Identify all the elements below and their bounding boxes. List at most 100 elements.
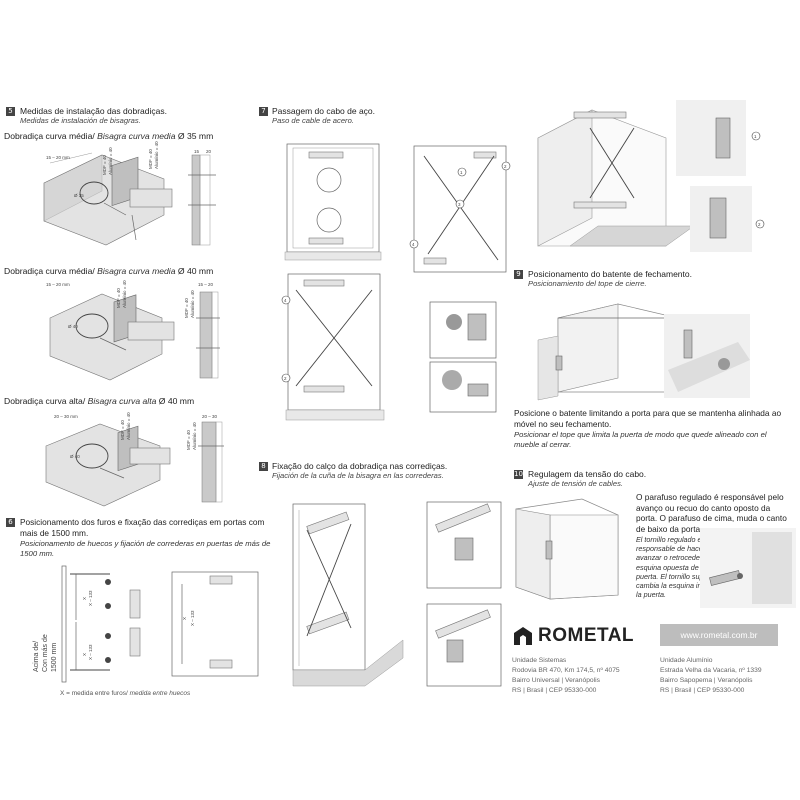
tension-diagram xyxy=(515,498,619,600)
brand-name: ROMETAL xyxy=(538,625,635,646)
section-8-number: 8 xyxy=(259,462,268,471)
dim2-2: MDF = 40 xyxy=(116,288,121,308)
detail-mark-1: 1 xyxy=(754,134,757,139)
address-unit-1-line-2: Rodovia BR 470, Km 174,5, nº 4075 xyxy=(512,667,620,674)
address-unit-2-line-4: RS | Brasil | CEP 95330-000 xyxy=(660,687,745,694)
hinge-heading-3: Dobradiça curva alta/ Bisagra curva alta… xyxy=(4,396,194,406)
hinge-heading-2-size: Ø 40 mm xyxy=(175,266,214,276)
section-9-number: 9 xyxy=(514,270,523,279)
dim1-2: MDF = 40 xyxy=(102,155,107,175)
address-unit-1-line-4: RS | Brasil | CEP 95330-000 xyxy=(512,687,597,694)
dim2-0: 15 – 20 mm xyxy=(46,282,70,287)
cable-cross-mark-2: 2 xyxy=(284,376,287,381)
tension-screw-photo xyxy=(700,528,796,608)
hinge-heading-1-pt: Dobradiça curva média/ xyxy=(4,131,98,141)
footnote-es: medida entre huecos xyxy=(129,690,191,697)
hinge-heading-2-pt: Dobradiça curva média/ xyxy=(4,266,98,276)
dim2-3: Alumínio = 40 xyxy=(122,280,127,308)
section-10-subtitle: Ajuste de tensión de cables. xyxy=(528,479,623,488)
section-6-subtitle: Posicionamento de huecos y fijación de c… xyxy=(20,539,271,558)
section-5-number: 5 xyxy=(6,107,15,116)
cable-mark-2: 2 xyxy=(504,164,507,169)
dim1-2b: MDF = 40 xyxy=(148,149,153,169)
cable-cross-mark-4: 4 xyxy=(284,298,287,303)
dim1-5: 20 xyxy=(206,149,212,154)
wedge-diagram xyxy=(292,503,404,687)
dim1-1: Ø 35 xyxy=(74,193,84,198)
section-10-title: Regulagem da tensão do cabo. xyxy=(528,469,647,479)
section-6-number: 6 xyxy=(6,518,15,527)
dim2-4: 15 – 20 xyxy=(198,282,214,287)
cable-detail-photos xyxy=(429,301,497,413)
hinge-heading-1-es: Bisagra curva media xyxy=(97,131,176,141)
footnote-pt: X = medida entre furos/ xyxy=(60,690,130,697)
side-label-3: 1500 mm xyxy=(51,643,58,672)
hinge-heading-3-pt: Dobradiça curva alta/ xyxy=(4,396,88,406)
hinge-diagram-1: 15 – 20 mm Ø 35 MDF = 40 Alumínio = 40 M… xyxy=(43,141,216,246)
dim-133-1: X – 133 xyxy=(88,590,93,606)
cable-diagram-side: 1 2 3 4 xyxy=(409,145,511,273)
stop-diagram xyxy=(537,303,750,401)
dim-x-3: X xyxy=(182,617,187,620)
dim-133-2: X – 133 xyxy=(88,644,93,660)
rometal-logo-icon xyxy=(514,627,532,645)
section-5-title: Medidas de instalação das dobradiças. xyxy=(20,106,167,116)
dim2-2b: MDF = 40 xyxy=(184,298,189,318)
section-10-body-es: El tornillo regulado es el responsable d… xyxy=(636,535,728,600)
cable-diagram-front xyxy=(284,143,382,261)
hinge-heading-3-size: Ø 40 mm xyxy=(156,396,195,406)
wedge-detail xyxy=(426,501,502,687)
side-label-1: Acima de/ xyxy=(33,641,40,672)
dim3-2: MDF = 40 xyxy=(120,420,125,440)
address-unit-2: Unidade Alumínio Estrada Velha da Vacari… xyxy=(660,656,762,696)
section-9-title: Posicionamento do batente de fechamento. xyxy=(528,269,692,279)
hinge-heading-3-es: Bisagra curva alta xyxy=(87,396,157,406)
dim3-3: Alumínio = 40 xyxy=(126,412,131,440)
dim-133-3: X – 133 xyxy=(190,610,195,626)
top-right-cabinets: 1 2 xyxy=(537,100,765,252)
hinge-heading-1: Dobradiça curva média/ Bisagra curva med… xyxy=(4,131,213,141)
dim1-3: Alumínio = 40 xyxy=(108,147,113,175)
cable-mark-4: 4 xyxy=(412,242,415,247)
cable-mark-3: 3 xyxy=(458,202,461,207)
dim3-4: 20 – 30 xyxy=(202,414,218,419)
dim3-0: 20 – 30 mm xyxy=(54,414,78,419)
hinge-diagram-3: 20 – 30 mm Ø 40 MDF = 40 Alumínio = 40 2… xyxy=(45,412,224,507)
section-6-title: Posicionamento dos furos e fixação das c… xyxy=(20,517,265,538)
hinge-heading-2: Dobradiça curva média/ Bisagra curva med… xyxy=(4,266,213,276)
address-unit-1-line-3: Bairro Universal | Veranópolis xyxy=(512,677,600,684)
dim1-4: 15 xyxy=(194,149,200,154)
section-7-subtitle: Paso de cable de acero. xyxy=(272,116,354,125)
website-link[interactable]: www.rometal.com.br xyxy=(660,624,778,646)
address-unit-2-line-1: Unidade Alumínio xyxy=(660,657,713,664)
section-7-title: Passagem do cabo de aço. xyxy=(272,106,376,116)
address-unit-2-line-2: Estrada Velha da Vacaria, nº 1339 xyxy=(660,667,762,674)
dim-x-1: X xyxy=(82,597,87,600)
section-7-number: 7 xyxy=(259,107,268,116)
section-10-body: O parafuso regulado é responsável pelo a… xyxy=(636,492,787,534)
detail-mark-2: 2 xyxy=(758,222,761,227)
section-10-number: 10 xyxy=(514,470,523,479)
cable-diagram-cross: 4 2 xyxy=(281,273,385,421)
dim3-2b: MDF = 40 xyxy=(186,430,191,450)
side-label-2: Con más de xyxy=(42,634,49,672)
section-9-body-es: Posicionar el tope que limita la puerta … xyxy=(514,430,767,449)
dim3-3b: Alumínio = 40 xyxy=(192,422,197,450)
dim1-3b: Alumínio = 40 xyxy=(154,141,159,169)
dim-x-2: X xyxy=(82,653,87,656)
dim3-1: Ø 40 xyxy=(70,454,80,459)
cable-mark-1: 1 xyxy=(460,170,463,175)
section-5-subtitle: Medidas de instalación de bisagras. xyxy=(20,116,141,125)
dim1-0: 15 – 20 mm xyxy=(46,155,70,160)
address-unit-1: Unidade Sistemas Rodovia BR 470, Km 174,… xyxy=(512,656,620,696)
rail-hole-diagram: Acima de/ Con más de 1500 mm X X – 133 X… xyxy=(33,565,259,683)
section-8-subtitle: Fijación de la cuña de la bisagra en las… xyxy=(272,471,444,480)
hinge-diagram-2: 15 – 20 mm Ø 40 MDF = 40 Alumínio = 40 1… xyxy=(46,280,220,381)
section-6-footnote: X = medida entre furos/ medida entre hue… xyxy=(60,689,190,698)
hinge-heading-2-es: Bisagra curva media xyxy=(97,266,176,276)
dim2-3b: Alumínio = 40 xyxy=(190,290,195,318)
address-unit-1-line-1: Unidade Sistemas xyxy=(512,657,567,664)
section-8-title: Fixação do calço da dobradiça nas corred… xyxy=(272,461,448,471)
section-9-subtitle: Posicionamiento del tope de cierre. xyxy=(528,279,647,288)
address-unit-2-line-3: Bairro Sapopema | Veranópolis xyxy=(660,677,753,684)
